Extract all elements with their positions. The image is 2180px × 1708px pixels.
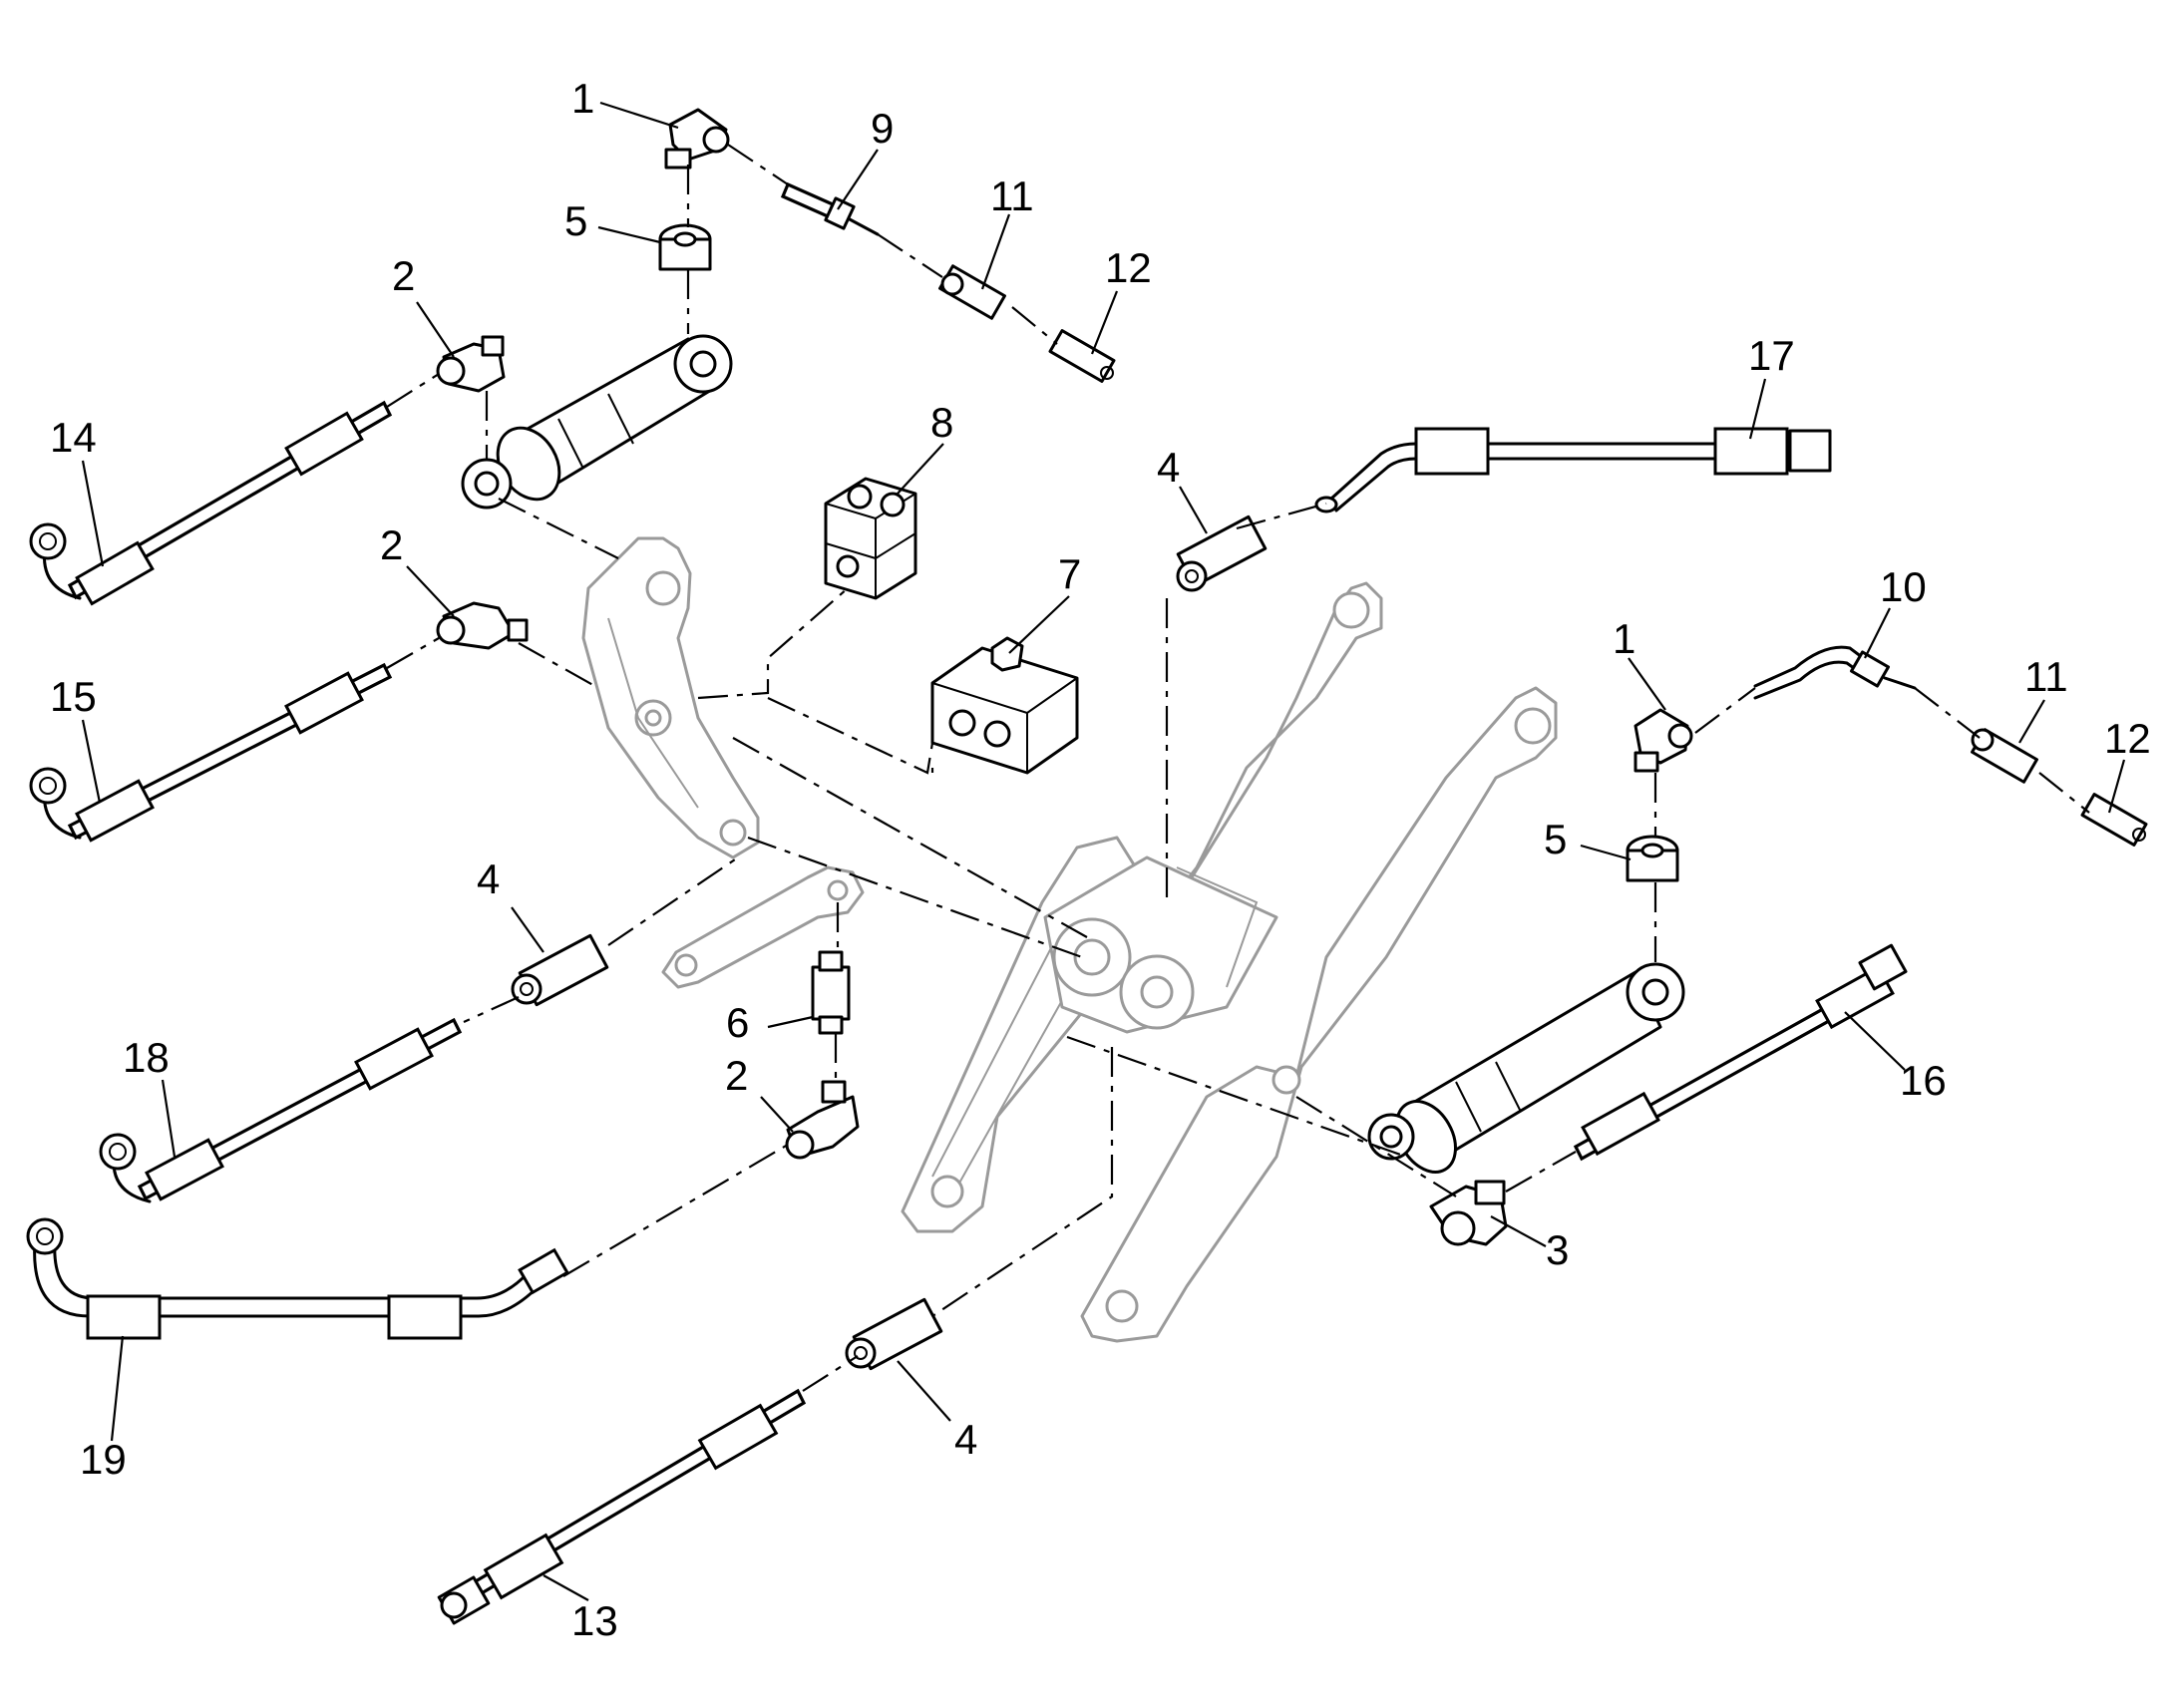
callout-17: 17: [1748, 332, 1795, 379]
callout-11: 11: [990, 172, 1034, 219]
adapter-fitting-5b: [1626, 835, 1679, 882]
callout-4: 4: [954, 1416, 977, 1463]
elbow-fitting-2c: [785, 1080, 860, 1160]
loader-arm-assembly: [901, 581, 1558, 1343]
callout-2: 2: [392, 252, 415, 299]
hydraulic-cylinder-upper: [461, 334, 733, 510]
connector-fitting-4c: [845, 1297, 943, 1371]
callout-labels: 1 9 11 5 12 2 14 8 17 4 2 7 10 1 11 15 1…: [50, 75, 2151, 1644]
callout-4: 4: [1157, 444, 1180, 491]
callout-15: 15: [50, 673, 97, 720]
tube-9: [780, 181, 880, 236]
clamp-block-7: [930, 636, 1079, 775]
hose-18: [99, 1017, 463, 1203]
hose-13: [437, 1388, 807, 1625]
elbow-fitting-2a: [436, 335, 506, 393]
callout-3: 3: [1546, 1226, 1569, 1273]
callout-10: 10: [1880, 563, 1927, 610]
cap-12b: [2080, 793, 2148, 847]
assembly-center-lines: [386, 144, 2090, 1392]
hose-17: [1314, 427, 1832, 513]
connector-fitting-4a: [1176, 514, 1268, 592]
cap-12a: [1048, 329, 1116, 383]
callout-2: 2: [725, 1052, 748, 1099]
callout-8: 8: [930, 399, 953, 446]
connector-fitting-11a: [938, 264, 1006, 320]
callout-12: 12: [2104, 715, 2151, 762]
hose-16: [1573, 943, 1908, 1162]
callout-11: 11: [2024, 653, 2068, 700]
tube-10: [1753, 645, 1917, 700]
elbow-fitting-3: [1429, 1180, 1508, 1246]
callout-6: 6: [726, 999, 749, 1046]
hose-14: [29, 400, 393, 606]
callout-1: 1: [1613, 615, 1635, 662]
hose-19: [26, 1217, 569, 1340]
elbow-fitting-2b: [436, 601, 529, 650]
callout-9: 9: [871, 105, 894, 152]
callout-16: 16: [1900, 1057, 1947, 1104]
callout-13: 13: [571, 1597, 618, 1644]
adapter-fitting-5a: [658, 223, 712, 271]
callout-1: 1: [571, 75, 594, 122]
callout-19: 19: [80, 1436, 127, 1483]
callout-5: 5: [1544, 816, 1567, 862]
clamp-block-8: [824, 477, 917, 600]
callout-2: 2: [380, 521, 403, 568]
callout-leaders: [81, 101, 2126, 1601]
link-rod: [661, 865, 865, 989]
callout-5: 5: [564, 197, 587, 244]
elbow-fitting-1b: [1634, 708, 1693, 773]
connector-fitting-11b: [1971, 728, 2038, 784]
bell-crank-lever: [581, 536, 760, 859]
connector-fitting-4b: [511, 933, 609, 1007]
union-fitting-6: [811, 950, 851, 1035]
callout-4: 4: [477, 855, 500, 902]
callout-7: 7: [1058, 550, 1081, 597]
elbow-fitting-1a: [664, 108, 730, 170]
hose-15: [29, 662, 393, 843]
callout-12: 12: [1105, 244, 1152, 291]
callout-14: 14: [50, 414, 97, 461]
hydraulic-cylinder-lower: [1367, 962, 1685, 1174]
callout-18: 18: [123, 1034, 170, 1081]
